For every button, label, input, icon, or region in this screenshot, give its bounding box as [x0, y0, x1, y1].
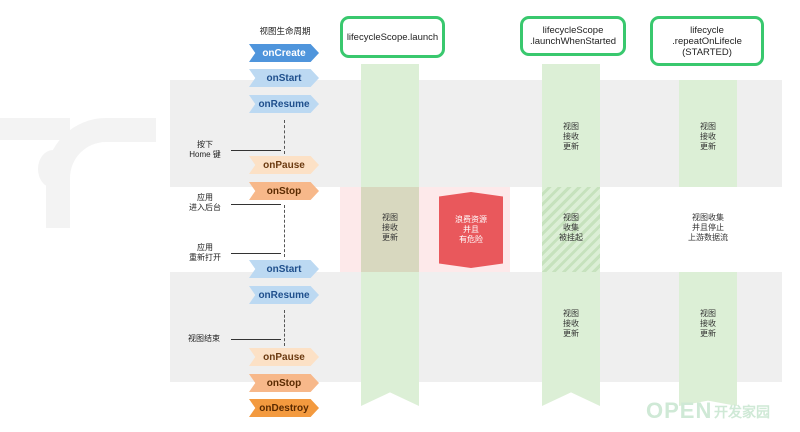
event-tick [231, 204, 281, 205]
stage-onstop: onStop [249, 182, 319, 200]
stage-oncreate: onCreate [249, 44, 319, 62]
stage-onresume-2: onResume [249, 286, 319, 304]
stage-onresume: onResume [249, 95, 319, 113]
dashed-connector [284, 205, 285, 257]
launch-header: lifecycleScope.launch [340, 16, 445, 58]
event-tick [231, 150, 281, 151]
watermark-suffix: 开发家园 [714, 404, 770, 420]
event-tick [231, 339, 281, 340]
when-started-suspended-area [542, 187, 600, 272]
faucet-decoration [0, 118, 70, 140]
stage-onstart: onStart [249, 69, 319, 87]
launch-receive-text: 视图接收更新 [382, 213, 398, 242]
when-started-header: lifecycleScope.launchWhenStarted [520, 16, 626, 56]
event-tick [231, 253, 281, 254]
repeat-header: lifecycle.repeatOnLifecle(STARTED) [650, 16, 764, 66]
faucet-drop [38, 150, 68, 188]
dashed-connector [284, 120, 285, 154]
when-started-receive-bottom: 视图接收更新 [563, 309, 579, 338]
repeat-column-top [679, 80, 737, 187]
event-to-background: 应用进入后台 [189, 193, 221, 212]
dashed-connector [284, 310, 285, 346]
lifecycle-title: 视图生命周期 [259, 26, 311, 36]
repeat-column-bottom [679, 272, 737, 406]
when-started-suspended-text: 视图收集被挂起 [559, 213, 583, 242]
event-view-end: 视图结束 [188, 334, 220, 343]
launch-column-overlay [361, 187, 419, 272]
stage-ondestroy: onDestroy [249, 399, 319, 417]
stage-onstart-2: onStart [249, 260, 319, 278]
stage-onpause-2: onPause [249, 348, 319, 366]
danger-badge: 浪费资源并且有危险 [439, 192, 503, 268]
watermark-logo: OPEN [646, 398, 713, 423]
repeat-receive-top: 视图接收更新 [700, 122, 716, 151]
event-reopen: 应用重新打开 [189, 243, 221, 262]
repeat-receive-bottom: 视图接收更新 [700, 309, 716, 338]
repeat-stopped-text: 视图收集并且停止上游数据流 [688, 213, 728, 242]
when-started-receive-top: 视图接收更新 [563, 122, 579, 151]
stage-onstop-2: onStop [249, 374, 319, 392]
stage-onpause: onPause [249, 156, 319, 174]
